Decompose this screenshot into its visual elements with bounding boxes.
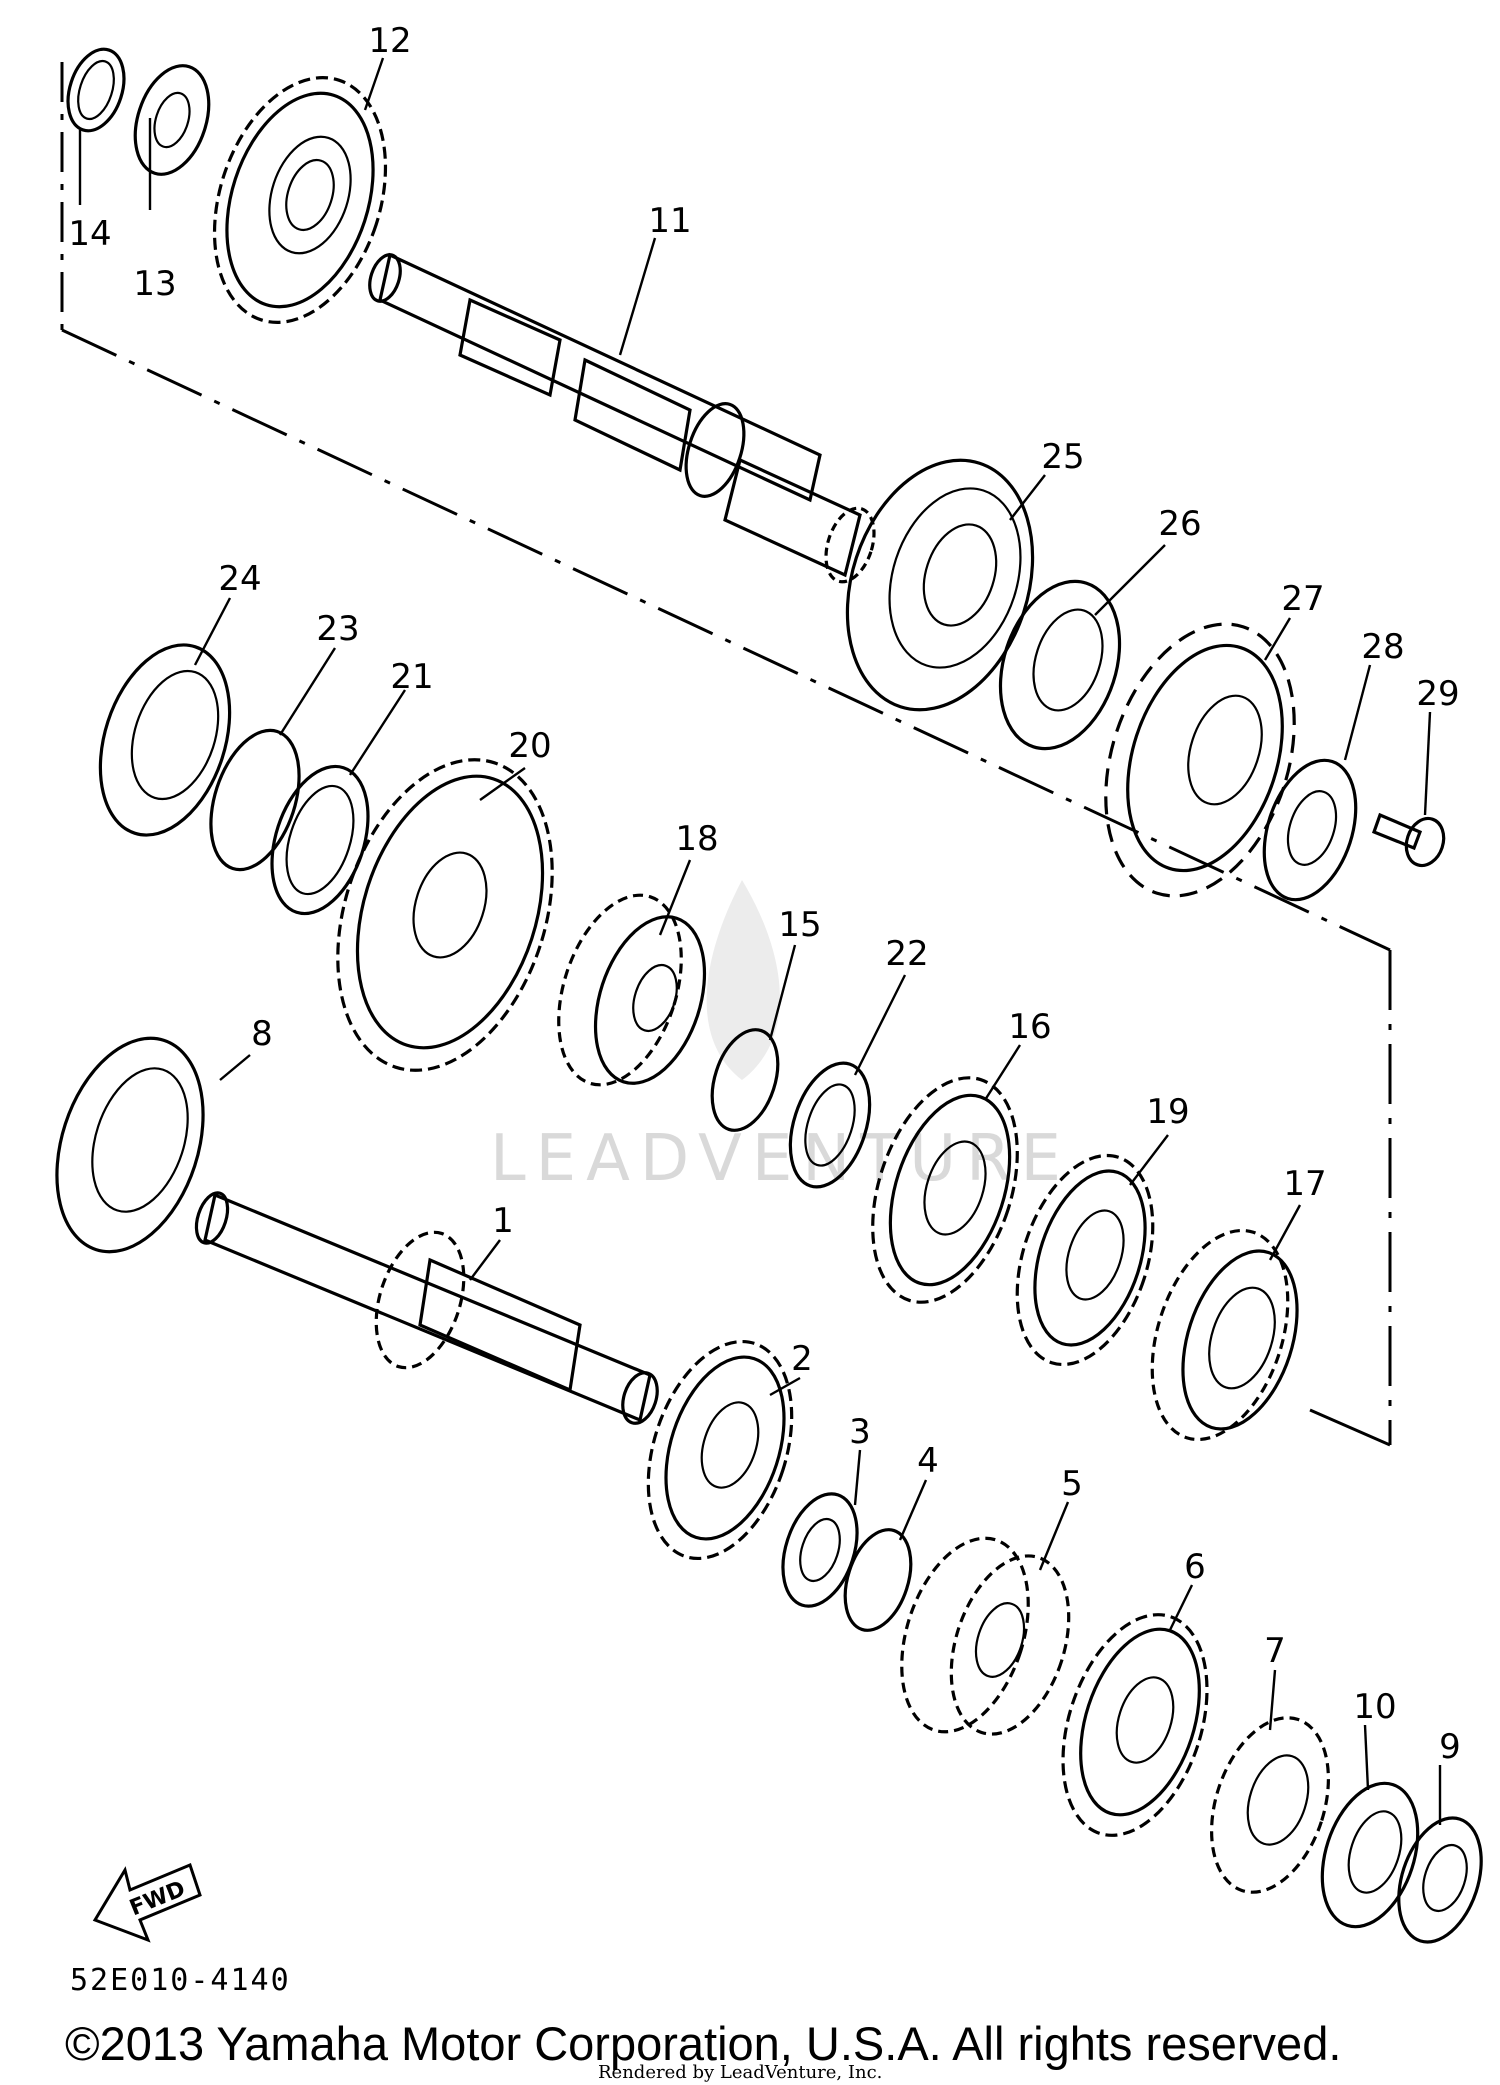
watermark: LEADVENTURE [490, 880, 1071, 1196]
callout-13: 13 [133, 264, 176, 304]
callout-1: 1 [492, 1201, 514, 1241]
callout-28: 28 [1361, 627, 1404, 667]
copyright-notice: ©2013 Yamaha Motor Corporation, U.S.A. A… [65, 2017, 1341, 2070]
callout-18: 18 [675, 819, 718, 859]
callout-8: 8 [251, 1014, 273, 1054]
part-9-oil-seal [1397, 1816, 1483, 1944]
callout-20: 20 [508, 726, 551, 766]
callout-17: 17 [1283, 1164, 1326, 1204]
callout-6: 6 [1184, 1547, 1206, 1587]
callout-14: 14 [68, 214, 111, 254]
part-18-gear [557, 893, 707, 1087]
callout-10: 10 [1353, 1687, 1396, 1727]
callout-2: 2 [791, 1339, 813, 1379]
fwd-arrow-icon: FWD [92, 1862, 202, 1943]
callout-27: 27 [1281, 579, 1324, 619]
part-22-washer [788, 1061, 872, 1189]
part-15-circlip [710, 1028, 780, 1132]
part-28-lock-washer [1262, 758, 1358, 902]
callout-15: 15 [778, 905, 821, 945]
callout-21: 21 [390, 657, 433, 697]
rendered-by-notice: Rendered by LeadVenture, Inc. [598, 2062, 882, 2083]
part-1-drive-axle [194, 1191, 659, 1425]
callout-11: 11 [648, 201, 691, 241]
callout-25: 25 [1041, 437, 1084, 477]
part-21-washer [270, 764, 370, 916]
part-24-bearing [98, 643, 232, 837]
part-7-gear [1209, 1716, 1331, 1894]
callouts: 12 13 14 11 25 26 27 28 29 24 23 21 20 1… [68, 21, 1460, 1767]
watermark-text: LEADVENTURE [490, 1122, 1071, 1196]
callout-26: 26 [1158, 504, 1201, 544]
part-11-main-axle [368, 252, 876, 584]
callout-29: 29 [1416, 674, 1459, 714]
part-6-gear [1061, 1613, 1209, 1837]
part-4-circlip [843, 1528, 913, 1632]
part-20-gear [336, 758, 554, 1072]
part-5-gear [900, 1536, 1071, 1736]
part-16-gear [871, 1076, 1019, 1304]
callout-22: 22 [885, 934, 928, 974]
part-8-bearing [55, 1036, 205, 1254]
callout-9: 9 [1439, 1727, 1461, 1767]
part-19-gear [1015, 1153, 1155, 1367]
part-26-oil-seal [998, 579, 1122, 751]
part-13-washer [133, 64, 211, 176]
callout-5: 5 [1061, 1464, 1083, 1504]
watermark-flame-icon [706, 880, 780, 1080]
part-27-drive-sprocket [1104, 622, 1296, 898]
callout-19: 19 [1146, 1092, 1189, 1132]
diagram-code: 52E010-4140 [70, 1963, 291, 1998]
part-2-gear [646, 1339, 794, 1561]
part-29-bolt [1371, 812, 1446, 868]
assembly-frame [60, 62, 1392, 1447]
part-14-circlip [66, 47, 126, 133]
callout-12: 12 [368, 21, 411, 61]
callout-23: 23 [316, 609, 359, 649]
callout-3: 3 [849, 1412, 871, 1452]
part-23-circlip [209, 728, 301, 872]
leader-lines [78, 57, 1442, 1825]
callout-16: 16 [1008, 1007, 1051, 1047]
callout-7: 7 [1264, 1631, 1286, 1671]
callout-4: 4 [917, 1441, 939, 1481]
part-12-gear [212, 76, 388, 324]
part-25-bearing [845, 458, 1035, 712]
callout-24: 24 [218, 559, 261, 599]
part-17-gear [1150, 1228, 1299, 1442]
part-10-bearing [1320, 1781, 1420, 1929]
